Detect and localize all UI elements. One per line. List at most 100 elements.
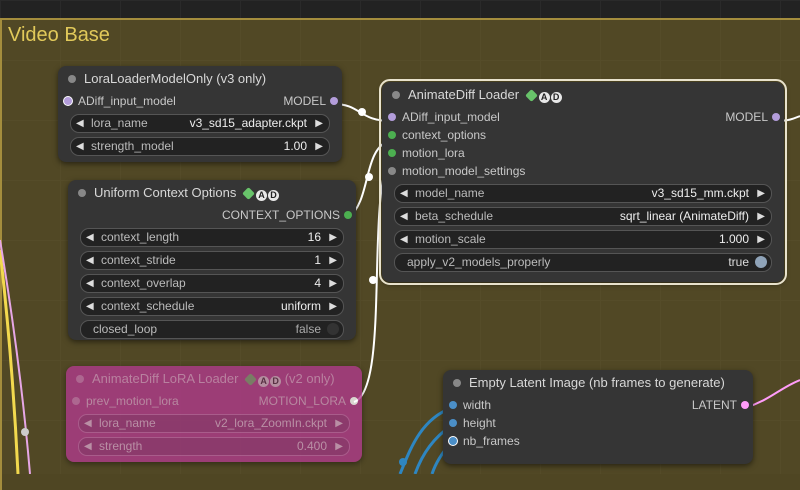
- collapse-dot-icon[interactable]: [78, 189, 86, 197]
- link-width: [398, 406, 452, 474]
- widget-context-stride[interactable]: ◀ context_stride 1 ▶: [80, 251, 344, 270]
- custom-node-icon: [242, 186, 255, 200]
- collapse-dot-icon[interactable]: [68, 75, 76, 83]
- widget-context-length[interactable]: ◀ context_length 16 ▶: [80, 228, 344, 247]
- output-slot-icon[interactable]: [772, 113, 780, 121]
- input-slot-icon[interactable]: [449, 437, 457, 445]
- reroute-dot: [358, 108, 366, 116]
- input-slot-icon[interactable]: [72, 397, 80, 405]
- node-title-text: AnimateDiff LoRA Loader: [92, 371, 239, 386]
- input-slot-icon[interactable]: [388, 167, 396, 175]
- arrow-left-icon[interactable]: ◀: [86, 278, 94, 289]
- arrow-right-icon[interactable]: ▶: [335, 441, 343, 452]
- node-title-suffix: (v2 only): [284, 371, 335, 386]
- input-slot-icon[interactable]: [449, 419, 457, 427]
- arrow-right-icon[interactable]: ▶: [315, 118, 323, 129]
- arrow-right-icon[interactable]: ▶: [757, 211, 765, 222]
- io-row: motion_lora: [382, 144, 784, 162]
- node-title-text: LoraLoaderModelOnly (v3 only): [84, 71, 267, 86]
- toggle-on-icon[interactable]: [755, 256, 767, 268]
- collapse-dot-icon[interactable]: [76, 375, 84, 383]
- arrow-left-icon[interactable]: ◀: [400, 188, 408, 199]
- node-title[interactable]: Empty Latent Image (nb frames to generat…: [443, 370, 753, 396]
- arrow-left-icon[interactable]: ◀: [86, 301, 94, 312]
- node-title[interactable]: LoraLoaderModelOnly (v3 only): [58, 66, 342, 92]
- widget-model-name[interactable]: ◀ model_name v3_sd15_mm.ckpt ▶: [394, 184, 772, 203]
- arrow-right-icon[interactable]: ▶: [329, 301, 337, 312]
- arrow-left-icon[interactable]: ◀: [76, 141, 84, 152]
- io-row: context_options: [382, 126, 784, 144]
- output-slot-icon[interactable]: [330, 97, 338, 105]
- widget-context-overlap[interactable]: ◀ context_overlap 4 ▶: [80, 274, 344, 293]
- group-title[interactable]: Video Base: [8, 24, 110, 46]
- io-row: ADiff_input_model MODEL: [382, 108, 784, 126]
- arrow-left-icon[interactable]: ◀: [400, 234, 408, 245]
- collapse-dot-icon[interactable]: [392, 91, 400, 99]
- arrow-right-icon[interactable]: ▶: [757, 188, 765, 199]
- node-empty-latent-image[interactable]: Empty Latent Image (nb frames to generat…: [443, 370, 753, 464]
- reroute-dot: [365, 173, 373, 181]
- arrow-right-icon[interactable]: ▶: [329, 232, 337, 243]
- input-slot-icon[interactable]: [388, 131, 396, 139]
- output-slot-icon[interactable]: [344, 211, 352, 219]
- widget-motion-scale[interactable]: ◀ motion_scale 1.000 ▶: [394, 230, 772, 249]
- node-title-text: Empty Latent Image (nb frames to generat…: [469, 375, 725, 390]
- input-slot-icon[interactable]: [388, 113, 396, 121]
- io-row: height: [443, 414, 753, 432]
- input-slot-icon[interactable]: [388, 149, 396, 157]
- arrow-left-icon[interactable]: ◀: [84, 418, 92, 429]
- toggle-apply-v2-models[interactable]: apply_v2_models_properly true: [394, 253, 772, 272]
- input-label: ADiff_input_model: [78, 94, 176, 108]
- widget-strength[interactable]: ◀ strength 0.400 ▶: [78, 437, 350, 456]
- node-lora-loader-model-only[interactable]: LoraLoaderModelOnly (v3 only) ADiff_inpu…: [58, 66, 342, 162]
- output-slot-icon[interactable]: [350, 397, 358, 405]
- io-row: ADiff_input_model MODEL: [58, 92, 342, 110]
- output-label: MODEL: [283, 94, 326, 108]
- node-title-text: AnimateDiff Loader: [408, 87, 520, 102]
- io-row: nb_frames: [443, 432, 753, 450]
- arrow-right-icon[interactable]: ▶: [335, 418, 343, 429]
- input-slot-icon[interactable]: [64, 97, 72, 105]
- custom-node-icon: [244, 372, 257, 386]
- link-pink-left: [0, 239, 31, 474]
- toggle-off-icon[interactable]: [327, 323, 339, 335]
- link-yellow: [0, 249, 20, 474]
- reroute-dot: [369, 276, 377, 284]
- node-title-text: Uniform Context Options: [94, 185, 237, 200]
- reroute-dot: [399, 458, 407, 466]
- arrow-left-icon[interactable]: ◀: [84, 441, 92, 452]
- arrow-left-icon[interactable]: ◀: [76, 118, 84, 129]
- toggle-closed-loop[interactable]: closed_loop false: [80, 320, 344, 339]
- arrow-right-icon[interactable]: ▶: [315, 141, 323, 152]
- arrow-left-icon[interactable]: ◀: [86, 232, 94, 243]
- widget-lora-name[interactable]: ◀ lora_name v2_lora_ZoomIn.ckpt ▶: [78, 414, 350, 433]
- widget-strength-model[interactable]: ◀ strength_model 1.00 ▶: [70, 137, 330, 156]
- arrow-right-icon[interactable]: ▶: [757, 234, 765, 245]
- custom-node-icon: [524, 88, 538, 102]
- reroute-dot: [21, 428, 29, 436]
- arrow-left-icon[interactable]: ◀: [400, 211, 408, 222]
- io-row: CONTEXT_OPTIONS: [68, 206, 356, 224]
- arrow-left-icon[interactable]: ◀: [86, 255, 94, 266]
- widget-beta-schedule[interactable]: ◀ beta_schedule sqrt_linear (AnimateDiff…: [394, 207, 772, 226]
- output-slot-icon[interactable]: [741, 401, 749, 409]
- collapse-dot-icon[interactable]: [453, 379, 461, 387]
- link-latent: [744, 379, 800, 409]
- io-row: motion_model_settings: [382, 162, 784, 180]
- widget-lora-name[interactable]: ◀ lora_name v3_sd15_adapter.ckpt ▶: [70, 114, 330, 133]
- widget-context-schedule[interactable]: ◀ context_schedule uniform ▶: [80, 297, 344, 316]
- arrow-right-icon[interactable]: ▶: [329, 278, 337, 289]
- input-slot-icon[interactable]: [449, 401, 457, 409]
- arrow-right-icon[interactable]: ▶: [329, 255, 337, 266]
- io-row: width LATENT: [443, 396, 753, 414]
- io-row: prev_motion_lora MOTION_LORA: [66, 392, 362, 410]
